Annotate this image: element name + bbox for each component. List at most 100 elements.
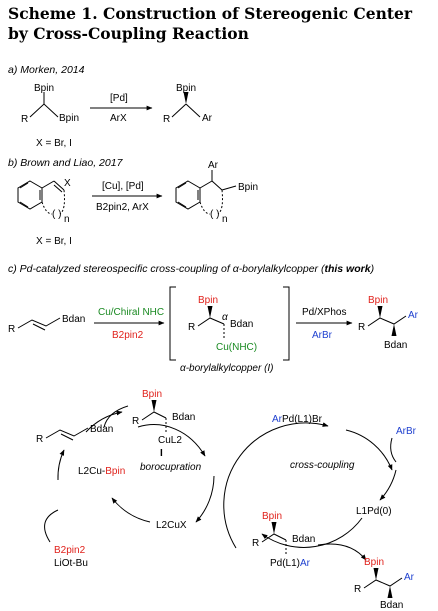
scheme-c: R Bdan Cu/Chiral NHC B2pin2 Bpin R α Bda… [8, 286, 419, 374]
a-reagent-bottom: ArX [110, 113, 127, 124]
c-int-r: R [188, 322, 195, 333]
cycle-arpd-b: Pd(L1)Br [282, 414, 323, 425]
cycle-pd-bpin: Bpin [262, 511, 282, 522]
b-vinyl-double [53, 184, 63, 193]
c-int-wedge [207, 306, 213, 318]
cycle-sub-bdan: Bdan [90, 424, 113, 435]
b-product-chain-left [199, 201, 211, 215]
a-product-wedge [183, 92, 189, 104]
cycle-int-r: R [132, 416, 139, 427]
cycle-pd-ar: Ar [300, 558, 311, 569]
section-c-prefix: c) Pd-catalyzed stereospecific cross-cou… [8, 263, 233, 275]
c-int-alpha: α [222, 312, 228, 323]
c-prod-bdan: Bdan [384, 340, 407, 351]
b-product-bpin-bond [221, 185, 237, 191]
cycle-right-arc-right [379, 469, 397, 501]
cycle-prod-ar: Ar [404, 572, 415, 583]
b-product-double2 [177, 182, 187, 189]
b-chain-right [59, 189, 65, 215]
c-bracket-right [283, 286, 290, 361]
c-alkene [17, 317, 61, 329]
b-product-ring [175, 180, 201, 210]
b-n: n [64, 214, 70, 225]
c-int-cu: Cu(NHC) [216, 342, 257, 353]
cycle-b2pin2: B2pin2 [54, 545, 86, 556]
section-c-mid: -borylalkylcopper ( [238, 263, 325, 275]
c-int-label: α-borylalkylcopper (I) [180, 363, 274, 374]
c-reagent2-bottom: ArBr [312, 330, 333, 341]
cycle-sub-r: R [36, 434, 43, 445]
scheme-b: ( ) n X [Cu], [Pd] B2pin2, ArX Ar Bpin (… [17, 160, 258, 247]
c-reagent1-bottom: B2pin2 [112, 330, 144, 341]
a-reagent-top: [Pd] [110, 93, 128, 104]
b-x-note: X = Br, I [36, 236, 72, 247]
c-int-bonds [197, 317, 225, 327]
section-a-label: a) Morken, 2014 [8, 64, 85, 76]
cycle-pd-pd: Pd(L1) [270, 558, 300, 569]
c-prod-bpin: Bpin [368, 295, 388, 306]
cycle-l2cubpin-a: L2Cu- [78, 466, 105, 477]
cycle-liotbu: LiOt-Bu [54, 558, 88, 569]
cycle-int-bpin: Bpin [142, 389, 162, 400]
cycle-left-arc-right [195, 475, 215, 523]
b-benzene-ring [17, 180, 43, 210]
c-int-bpin: Bpin [198, 295, 218, 306]
b-reagent-top: [Cu], [Pd] [102, 181, 144, 192]
cycle-int-bonds [141, 411, 167, 421]
b-product-bpin: Bpin [238, 182, 258, 193]
b-product-chain-right [217, 189, 223, 215]
cycle-pd: Pd(L1)Ar [270, 558, 311, 569]
cycle-b2pin2-feed [44, 509, 59, 543]
b-product-ar: Ar [208, 160, 219, 171]
cycle-arpd: ArPd(L1)Br [272, 414, 323, 425]
section-c-suffix: ) [370, 263, 375, 275]
c-prod-wedge2 [391, 324, 397, 336]
cycle-int-wedge [151, 400, 157, 412]
c-prod-r: R [358, 322, 365, 333]
cycle-left-arc-left [57, 449, 65, 481]
c-reagent1-top: Cu/Chiral NHC [98, 307, 164, 318]
a-bpin-right: Bpin [59, 113, 79, 124]
b-product-paren: ( ) [210, 209, 219, 220]
a-reactant-bonds [29, 103, 59, 118]
cycle-prod-r: R [354, 584, 361, 595]
catalytic-cycles: R Bdan Bpin R Bdan CuL2 I L2Cu-Bpin boro… [36, 389, 417, 611]
cycle-prod-bdan: Bdan [380, 600, 403, 611]
b-product-n: n [222, 214, 228, 225]
b-chain-left [41, 201, 53, 215]
cycle-substrate-feed [103, 405, 129, 428]
b-ring-double2 [19, 182, 29, 189]
a-bpin-top: Bpin [34, 83, 54, 94]
c-alkene-double [32, 323, 46, 331]
cycle-pd-bdan: Bdan [292, 534, 315, 545]
cycle-right-arc-bottom [261, 517, 363, 548]
b-paren: ( ) [52, 209, 61, 220]
c-int-bdan: Bdan [230, 319, 253, 330]
a-product-r: R [163, 114, 170, 125]
c-bracket-left [169, 286, 176, 361]
cycle-substrate-double [60, 433, 74, 441]
b-vinyl2 [53, 180, 65, 191]
cycle-left-arc-top [137, 424, 206, 457]
cycle-int-bdan: Bdan [172, 412, 195, 423]
a-product-bpin: Bpin [176, 83, 196, 94]
cycle-substrate [45, 427, 89, 439]
cycle-borocupration: borocupration [140, 462, 202, 473]
c-prod-bonds [367, 315, 407, 327]
cycle-arpd-a: Ar [272, 414, 283, 425]
cycle-pdint-wedge [271, 522, 277, 534]
c-prod-ar: Ar [408, 310, 419, 321]
c-reagent2-top: Pd/XPhos [302, 307, 346, 318]
cycle-right-arc-top [345, 429, 393, 471]
section-b-label: b) Brown and Liao, 2017 [8, 157, 123, 169]
c-bdan: Bdan [62, 314, 85, 325]
cycle-l1pd0: L1Pd(0) [356, 506, 392, 517]
b-x: X [64, 178, 71, 189]
b-product-bond2 [211, 180, 223, 191]
cycle-cross-coupling: cross-coupling [290, 460, 355, 471]
a-product-bond1 [171, 103, 187, 118]
b-product-bond1 [199, 180, 213, 189]
a-x-note: X = Br, I [36, 138, 72, 149]
cycle-left-arc-upper [85, 410, 123, 433]
